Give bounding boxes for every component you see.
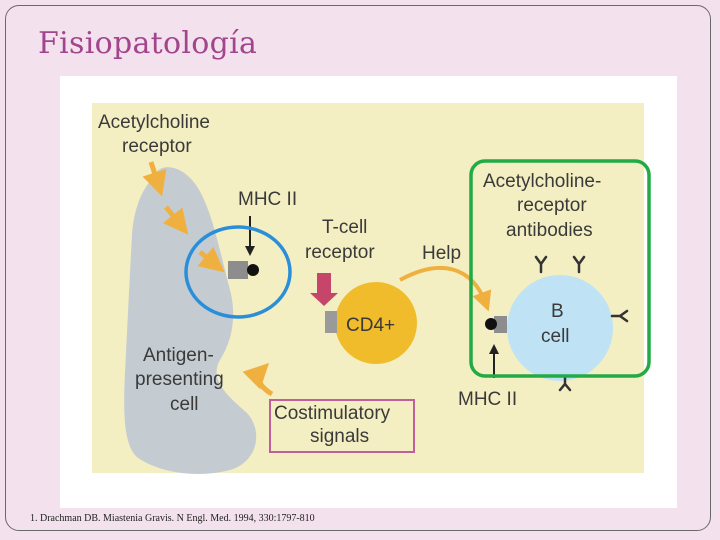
b-cell-highlight-box (469, 159, 651, 378)
tcr-marker-shaft (317, 273, 331, 295)
ach-receptor-label-line-1: Acetylcholine (98, 112, 210, 133)
help-label: Help (422, 243, 461, 264)
mhc-ii-complex-bcell (494, 316, 507, 333)
antigen-uptake-arrow-2 (162, 205, 189, 235)
tcr-marker-head (310, 293, 338, 306)
antibodies-label-line-1: Acetylcholine- (483, 171, 601, 192)
cd4-t-cell (335, 282, 417, 364)
b-cell-label-line-1: B (551, 301, 564, 322)
apc-label-line-2: presenting (135, 369, 224, 390)
tcell-receptor-label-line-1: T-cell (322, 217, 367, 238)
antibodies-label-line-2: receptor (517, 195, 587, 216)
apc-label-line-3: cell (170, 394, 199, 415)
antigen-peptide-bcell (485, 318, 497, 330)
tcr-complex (325, 311, 337, 333)
mhc-ii-complex-apc (228, 261, 248, 279)
antigen-peptide-apc (247, 264, 259, 276)
costimulatory-label-line-2: signals (310, 426, 369, 447)
help-arrow (399, 265, 492, 312)
b-cell (507, 275, 613, 381)
antigen-presenting-cell (124, 167, 257, 474)
antigen-uptake-arrow-1 (142, 161, 167, 197)
antibodies-label-line-3: antibodies (506, 220, 593, 241)
b-cell-label-line-2: cell (541, 326, 570, 347)
cd4-label: CD4+ (346, 315, 395, 336)
costimulatory-highlight-box (269, 399, 415, 453)
figure-panel: Acetylcholine receptor MHC II T-cell rec… (60, 76, 677, 508)
mhc-ii-highlight-circle (184, 225, 292, 319)
antibody-icon (534, 255, 548, 274)
antibody-icon (610, 309, 629, 323)
costimulatory-arrow (242, 362, 274, 397)
antibody-icon (572, 255, 586, 274)
pathophysiology-diagram: Acetylcholine receptor MHC II T-cell rec… (92, 103, 651, 474)
mhc-ii-top-label: MHC II (238, 189, 297, 210)
apc-label-line-1: Antigen- (143, 345, 214, 366)
mhc-ii-bottom-label: MHC II (458, 389, 517, 410)
costimulatory-label-line-1: Costimulatory (274, 403, 391, 424)
antigen-uptake-arrow-3 (197, 246, 225, 273)
slide-title: Fisiopatología (38, 26, 258, 61)
reference-footnote: 1. Drachman DB. Miastenia Gravis. N Engl… (30, 513, 315, 524)
tcell-receptor-label-line-2: receptor (305, 242, 375, 263)
ach-receptor-label-line-2: receptor (122, 136, 192, 157)
